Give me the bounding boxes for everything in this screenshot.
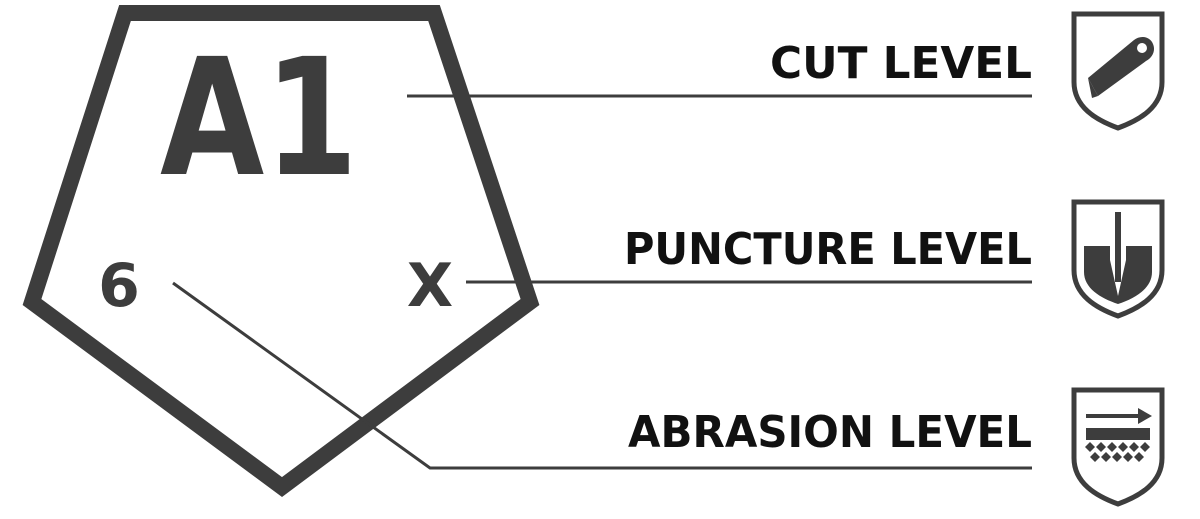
abrasion-leader-line [172,281,1032,470]
abrasion-level-label: ABRASION LEVEL [628,407,1032,458]
puncture-shield-icon [1071,199,1165,319]
cut-code: A1 [160,25,358,213]
abrasion-shield-icon [1071,387,1165,507]
puncture-level-label: PUNCTURE LEVEL [624,224,1032,275]
cut-level-label: CUT LEVEL [770,38,1032,89]
puncture-value: X [407,251,453,321]
abrasion-value: 6 [98,251,140,321]
cut-shield-icon [1071,11,1165,131]
pentagon-badge [22,5,540,497]
